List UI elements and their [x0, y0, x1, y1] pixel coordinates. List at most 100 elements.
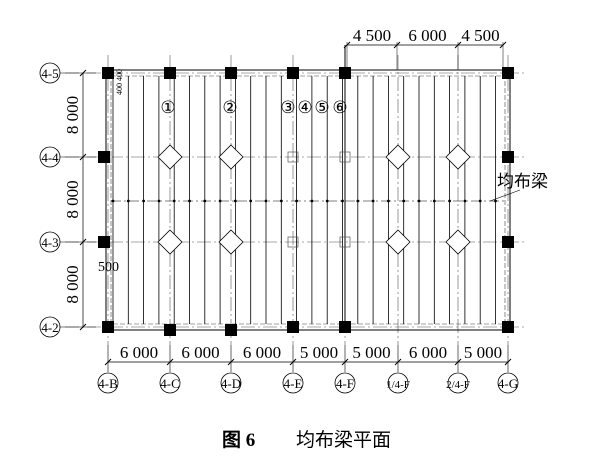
axis-bubble: [39, 316, 61, 338]
axis-bubble: [220, 372, 242, 394]
diamond-support: [385, 229, 411, 255]
beam-number: ②: [222, 98, 237, 117]
column: [339, 321, 351, 333]
diamond-support: [445, 229, 471, 255]
tie-node: [126, 199, 130, 203]
column-offset-label: 400 400: [115, 69, 124, 95]
column: [502, 151, 514, 163]
column: [102, 321, 114, 333]
column: [225, 324, 237, 336]
axis-label-y: 4-3: [41, 235, 58, 250]
tie-node: [188, 199, 191, 203]
dimension-tick: [166, 358, 174, 366]
column: [102, 67, 114, 79]
dimension-bottom: 6 000: [243, 343, 281, 362]
tie-node: [325, 199, 329, 203]
diamond-support: [218, 144, 244, 170]
small-support: [287, 151, 299, 163]
column: [502, 236, 514, 248]
diamond-support: [157, 144, 183, 170]
dimension-tick: [504, 358, 512, 366]
dimension-top: 4 500: [461, 26, 499, 45]
column: [98, 236, 110, 248]
axis-label-x: 1/4-F: [386, 379, 410, 391]
tie-node: [494, 199, 497, 203]
tie-node: [264, 199, 268, 203]
dimension-bottom: 6 000: [120, 343, 158, 362]
axis-label-x: 4-E: [284, 376, 303, 391]
axis-bubble: [282, 372, 304, 394]
axis-label-y: 4-2: [41, 320, 58, 335]
figure-caption-title: 均布梁平面: [296, 429, 391, 451]
perimeter-beam-inner: [110, 75, 506, 325]
tie-node: [172, 199, 176, 203]
tie-node: [234, 199, 237, 203]
tie-node: [356, 199, 360, 203]
axis-label-y: 4-4: [41, 150, 59, 165]
axis-label-y: 4-5: [41, 66, 58, 81]
tie-node: [279, 199, 283, 203]
axis-bubble: [97, 372, 119, 394]
beam-number: ③: [280, 98, 295, 117]
dimension-tick: [104, 358, 112, 366]
diamond-support: [218, 229, 244, 255]
column: [164, 324, 176, 336]
dimension-tick: [79, 69, 87, 77]
offset-label: 500: [98, 260, 119, 275]
axis-bubble: [447, 372, 469, 394]
figure-caption-number: 图 6: [222, 429, 255, 451]
tie-node: [249, 199, 253, 203]
dimension-bottom: 5 000: [464, 343, 502, 362]
column: [164, 67, 176, 79]
beam-number: ①: [160, 98, 175, 117]
tie-node: [203, 199, 207, 203]
axis-bubble: [39, 231, 61, 253]
tie-node: [402, 199, 406, 203]
dimension-bottom: 6 000: [181, 343, 219, 362]
dimension-tick: [79, 238, 87, 246]
dimension-bottom: 5 000: [352, 343, 390, 362]
tie-node: [218, 199, 222, 203]
axis-label-x: 2/4-F: [446, 379, 470, 391]
small-support: [287, 236, 299, 248]
beam-number: ⑥: [332, 98, 347, 117]
axis-bubble: [39, 146, 61, 168]
dimension-bottom: 5 000: [300, 343, 338, 362]
dimension-tick: [289, 358, 297, 366]
dimension-top: 6 000: [408, 26, 446, 45]
perimeter-beam: [105, 69, 511, 331]
tie-node: [142, 199, 146, 203]
tie-node: [387, 199, 390, 203]
tie-node: [478, 199, 482, 203]
axis-label-x: 4-C: [160, 376, 180, 391]
small-support: [339, 151, 351, 163]
diamond-support: [445, 144, 471, 170]
beam-number: ⑤: [314, 98, 329, 117]
tie-node: [463, 199, 467, 203]
column: [287, 67, 299, 79]
dimension-tick: [341, 358, 349, 366]
dimension-tick: [394, 358, 402, 366]
axis-label-x: 4-D: [221, 376, 241, 391]
small-support: [339, 236, 351, 248]
axis-bubble: [159, 372, 181, 394]
axis-bubble: [387, 372, 409, 394]
beam-leader-line: [489, 189, 521, 202]
dimension-tick: [227, 358, 235, 366]
dimension-left: 8 000: [63, 96, 82, 134]
axis-bubble: [497, 372, 519, 394]
column: [225, 67, 237, 79]
dimension-left: 8 000: [63, 265, 82, 303]
axis-label-x: 4-F: [336, 376, 354, 391]
beam-number: ④: [297, 98, 312, 117]
diamond-support: [157, 229, 183, 255]
diamond-support: [385, 144, 411, 170]
column: [502, 321, 514, 333]
dimension-tick: [79, 323, 87, 331]
axis-bubble: [39, 62, 61, 84]
tie-node: [417, 199, 421, 203]
dimension-bottom: 6 000: [409, 343, 447, 362]
tie-node: [295, 199, 298, 203]
dimension-top: 4 500: [353, 26, 391, 45]
column: [502, 67, 514, 79]
